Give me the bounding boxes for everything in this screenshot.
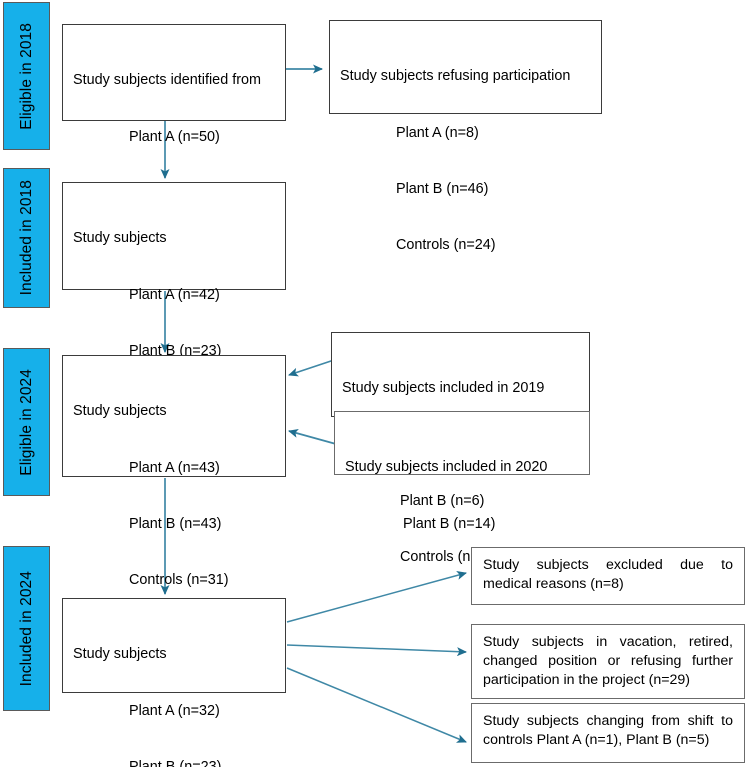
node-included-2018[interactable]: Study subjects Plant A (n=42) Plant B (n… [62, 182, 286, 415]
node-shift-to-controls-body: Study subjects changing from shift to co… [472, 704, 744, 756]
stage-bar-eligible-2018: Eligible in 2018 [3, 2, 50, 150]
arrow-added2020-to-eligible2024 [288, 429, 337, 445]
node-excluded-other-line-3: participation in the project (n=29) [483, 671, 691, 688]
node-excluded-medical[interactable]: Study subjects excluded due to medical r… [471, 547, 745, 605]
stage-label-eligible-2018: Eligible in 2018 [17, 22, 35, 130]
node-included-2024-line-2: Plant B (n=23) [129, 758, 222, 767]
node-shift-to-controls[interactable]: Study subjects changing from shift to co… [471, 703, 745, 763]
node-eligible-2024-body: Study subjects Plant A (n=43) Plant B (n… [63, 356, 285, 633]
node-added-2020-body: Study subjects included in 2020 Plant B … [335, 412, 589, 577]
stage-label-eligible-2024: Eligible in 2024 [17, 368, 35, 476]
node-identified-2018-heading: Study subjects identified from [73, 72, 261, 89]
stage-bar-included-2024: Included in 2024 [3, 546, 50, 711]
node-excluded-medical-line-1: Study subjects excluded due to [483, 557, 733, 573]
node-refusing-2018-heading: Study subjects refusing participation [340, 68, 571, 85]
node-included-2024-body: Study subjects Plant A (n=32) Plant B (n… [63, 599, 285, 767]
arrow-included2024-to-shift-controls [286, 667, 467, 743]
node-excluded-other[interactable]: Study subjects in vacation, retired, cha… [471, 624, 745, 699]
stage-label-included-2024: Included in 2024 [17, 570, 35, 687]
node-eligible-2024-line-1: Plant A (n=43) [129, 459, 220, 476]
arrow-included2024-to-excluded-other [286, 644, 467, 657]
node-refusing-2018-body: Study subjects refusing participation Pl… [330, 21, 601, 298]
node-refusing-2018-line-1: Plant A (n=8) [396, 124, 479, 141]
node-included-2018-heading: Study subjects [73, 230, 167, 247]
node-included-2018-line-2: Plant B (n=23) [129, 342, 222, 359]
node-excluded-medical-line-2: medical reasons (n=8) [483, 575, 624, 592]
node-refusing-2018-line-3: Controls (n=24) [396, 236, 496, 253]
node-refusing-2018[interactable]: Study subjects refusing participation Pl… [329, 20, 602, 253]
node-eligible-2024-line-3: Controls (n=31) [129, 571, 229, 588]
node-identified-2018-line-1: Plant A (n=50) [129, 128, 220, 145]
node-included-2024-heading: Study subjects [73, 646, 167, 663]
node-included-2024[interactable]: Study subjects Plant A (n=32) Plant B (n… [62, 598, 286, 767]
node-added-2020-heading: Study subjects included in 2020 [345, 459, 548, 476]
node-refusing-2018-line-2: Plant B (n=46) [396, 180, 489, 197]
node-included-2018-line-1: Plant A (n=42) [129, 286, 220, 303]
node-added-2020-line-1: Plant B (n=14) [403, 515, 496, 532]
node-added-2019-line-2: Plant B (n=6) [400, 492, 485, 509]
stage-bar-eligible-2024: Eligible in 2024 [3, 348, 50, 496]
node-shift-to-controls-line-2: controls Plant A (n=1), Plant B (n=5) [483, 731, 710, 748]
node-eligible-2024[interactable]: Study subjects Plant A (n=43) Plant B (n… [62, 355, 286, 588]
stage-label-included-2018: Included in 2018 [17, 180, 35, 296]
node-added-2019[interactable]: Study subjects included in 2019 Plant A … [331, 332, 590, 565]
node-excluded-other-line-2: changed position or refusing further [483, 652, 733, 669]
node-excluded-medical-body: Study subjects excluded due to medical r… [472, 548, 744, 600]
stage-bar-included-2018: Included in 2018 [3, 168, 50, 308]
node-excluded-other-line-1: Study subjects in vacation, retired, [483, 634, 733, 650]
node-added-2019-heading: Study subjects included in 2019 [342, 380, 545, 397]
node-included-2024-line-1: Plant A (n=32) [129, 702, 220, 719]
node-identified-2018[interactable]: Study subjects identified from Plant A (… [62, 24, 286, 257]
node-eligible-2024-line-2: Plant B (n=43) [129, 515, 222, 532]
node-excluded-other-body: Study subjects in vacation, retired, cha… [472, 625, 744, 696]
node-added-2020[interactable]: Study subjects included in 2020 Plant B … [334, 411, 590, 532]
node-eligible-2024-heading: Study subjects [73, 403, 167, 420]
arrow-added2019-to-eligible2024 [288, 359, 335, 377]
node-shift-to-controls-line-1: Study subjects changing from shift to [483, 713, 733, 729]
